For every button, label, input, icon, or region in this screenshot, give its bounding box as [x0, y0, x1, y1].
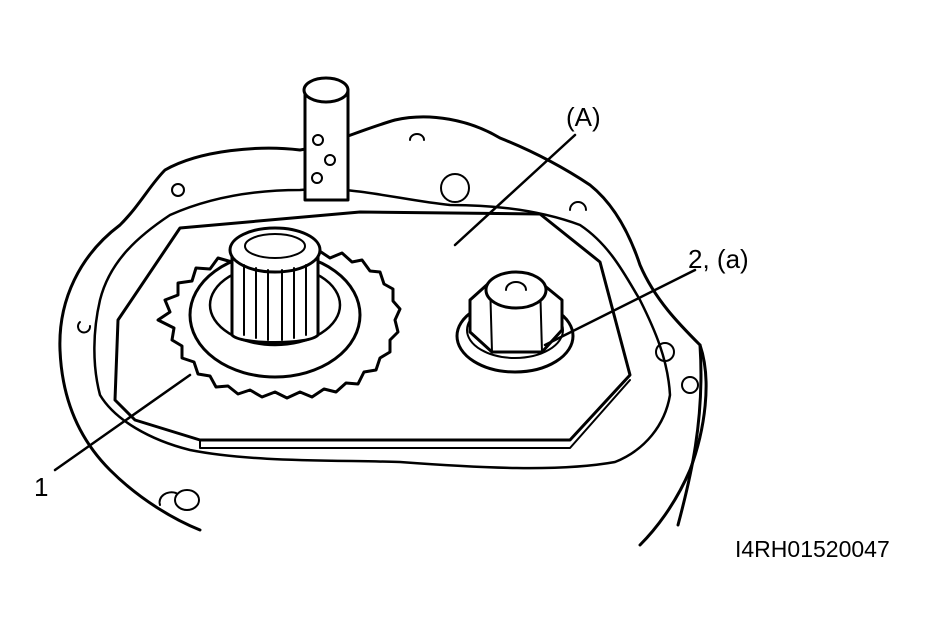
housing-outline — [58, 115, 708, 547]
housing-right-edge — [676, 343, 703, 527]
figure-code: I4RH01520047 — [735, 536, 890, 562]
hole-icon — [174, 489, 200, 511]
hole-icon — [655, 342, 675, 362]
gasket-outline — [93, 187, 672, 470]
hole-icon — [569, 201, 587, 211]
hole-icon — [171, 183, 185, 197]
hole-icon — [77, 321, 91, 334]
shaft-end — [302, 76, 350, 104]
nut-top — [484, 270, 548, 310]
hole-icon — [158, 491, 177, 506]
leader-line-2 — [543, 268, 697, 347]
callout-label-1: 1 — [34, 472, 49, 502]
plate-A-edge — [199, 379, 631, 449]
housing-lower-outline — [58, 348, 202, 532]
leader-line-A — [453, 133, 577, 247]
leader-line-1 — [53, 373, 192, 472]
hole-icon — [681, 376, 699, 394]
hole-icon — [440, 173, 470, 203]
hole-icon — [409, 133, 425, 141]
splined-hub — [230, 253, 320, 344]
shaft — [303, 88, 350, 202]
callout-label-A: (A) — [566, 102, 601, 132]
callout-label-2: 2, (a) — [688, 244, 749, 274]
